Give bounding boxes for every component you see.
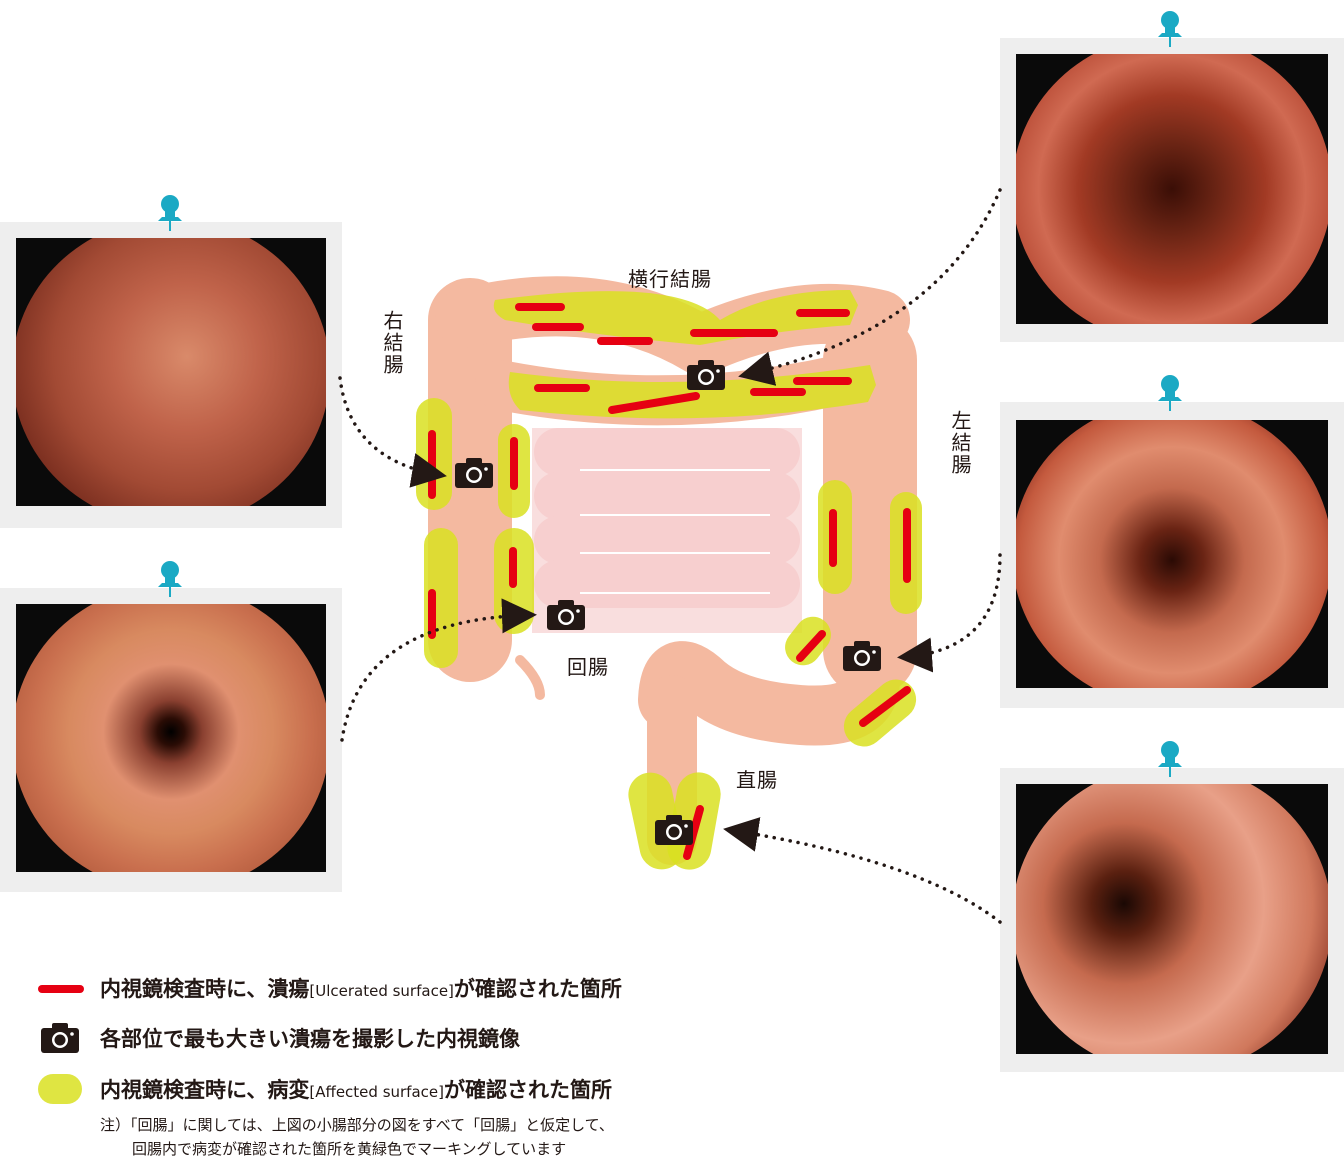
- legend-affected-en: [Affected surface]: [309, 1083, 444, 1101]
- photo-rectum: [1000, 768, 1344, 1072]
- camera-icon: [41, 1023, 79, 1053]
- legend-ulcer-text: 内視鏡検査時に、潰瘍: [100, 977, 310, 1001]
- label-right-colon: 右結腸: [380, 310, 404, 376]
- endoscope-image: [16, 238, 326, 506]
- photo-transverse-colon: [1000, 38, 1344, 342]
- ulcer-marks: [428, 303, 911, 860]
- small-intestine: [532, 428, 802, 633]
- legend-camera-text: 各部位で最も大きい潰瘍を撮影した内視鏡像: [100, 1027, 520, 1051]
- pushpin-icon: [1158, 11, 1182, 47]
- label-transverse-colon: 横行結腸: [628, 267, 712, 291]
- legend-ulcer-en: [Ulcerated surface]: [309, 982, 454, 1000]
- legend-camera: 各部位で最も大きい潰瘍を撮影した内視鏡像: [100, 1018, 520, 1058]
- legend-affected: 内視鏡検査時に、病変[Affected surface]が確認された箇所: [100, 1069, 612, 1109]
- endoscope-image: [1016, 784, 1328, 1054]
- note-line-1: 注）「回腸」に関しては、上図の小腸部分の図をすべて「回腸」と仮定して、: [100, 1116, 614, 1134]
- legend-affected-text: 内視鏡検査時に、病変: [100, 1078, 310, 1102]
- photo-right-colon: [0, 222, 342, 528]
- pushpin-icon: [158, 561, 182, 597]
- pushpin-icon: [1158, 375, 1182, 411]
- leader-lines: [338, 188, 1002, 924]
- legend-symbols: [38, 985, 84, 1104]
- label-left-colon: 左結腸: [948, 410, 972, 476]
- label-ileum: 回腸: [567, 655, 609, 679]
- legend-ulcer-suffix: が確認された箇所: [453, 977, 622, 1001]
- endoscope-image: [16, 604, 326, 872]
- legend-ulcer: 内視鏡検査時に、潰瘍[Ulcerated surface]が確認された箇所: [100, 968, 622, 1008]
- endoscope-image: [1016, 54, 1328, 324]
- pushpin-icon: [1158, 741, 1182, 777]
- pushpin-icon: [158, 195, 182, 231]
- photo-ileum: [0, 588, 342, 892]
- photo-left-colon: [1000, 402, 1344, 708]
- label-rectum: 直腸: [736, 768, 778, 792]
- endoscope-image: [1016, 420, 1328, 688]
- legend-affected-suffix: が確認された箇所: [444, 1078, 612, 1102]
- note-line-2: 回腸内で病変が確認された箇所を黄緑色でマーキングしています: [132, 1140, 567, 1158]
